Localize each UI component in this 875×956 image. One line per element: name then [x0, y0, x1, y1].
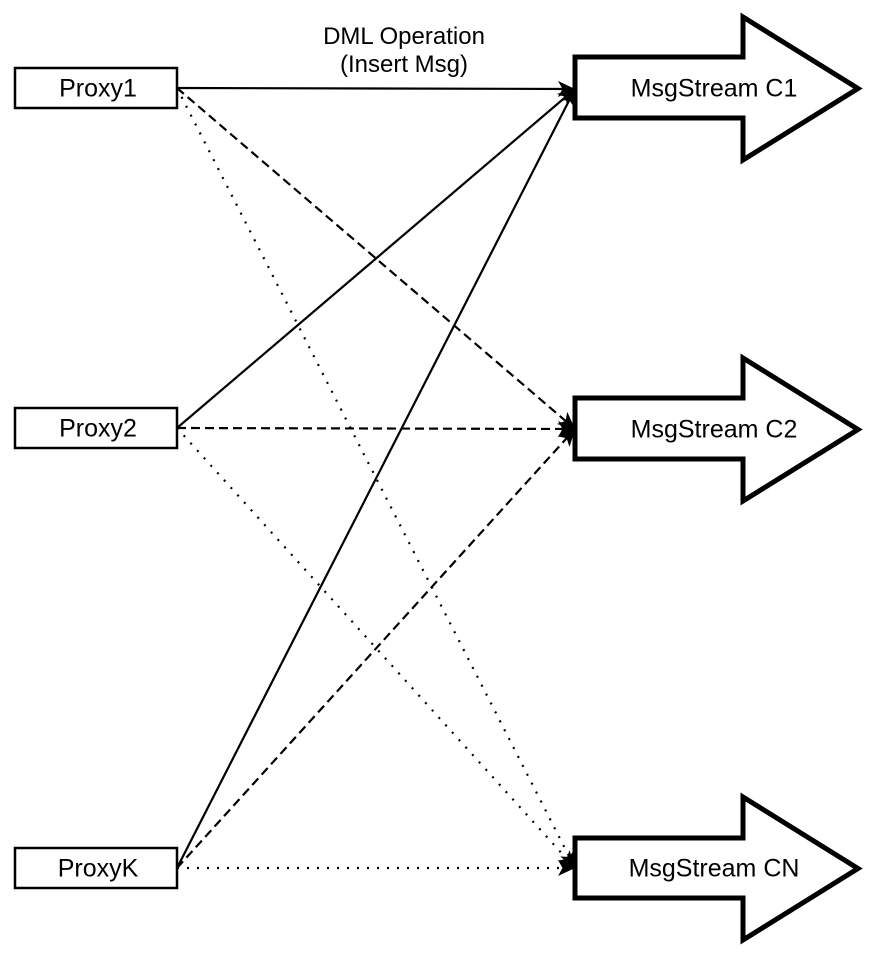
node-proxy1: Proxy1: [13, 66, 179, 110]
annotation-insert-msg: (Insert Msg): [340, 51, 468, 78]
edge-proxy1-c1: [176, 80, 576, 97]
msgstream-cn-arrow-shape: [572, 792, 863, 945]
node-msgstream-c2: MsgStream C2: [572, 353, 863, 506]
proxyk-box: [13, 846, 179, 890]
proxy2-box: [13, 406, 179, 450]
edge-proxyk-c1: [176, 88, 576, 869]
edge-proxy2-c1: [176, 88, 576, 429]
proxy1-box: [13, 66, 179, 110]
msgstream-c1-arrow-shape: [572, 12, 863, 165]
edge-proxyk-c2: [176, 428, 576, 869]
msgstream-cn-label: MsgStream CN: [629, 855, 800, 883]
msgstream-c2-arrow-shape: [572, 353, 863, 506]
node-msgstream-c1: MsgStream C1: [572, 12, 863, 165]
node-msgstream-cn: MsgStream CN: [572, 792, 863, 945]
msgstream-c2-label: MsgStream C2: [631, 416, 798, 444]
node-proxy2: Proxy2: [13, 406, 179, 450]
proxy1-label: Proxy1: [59, 75, 137, 103]
edge-lines: [176, 80, 576, 876]
node-proxyk: ProxyK: [13, 846, 179, 890]
edge-proxy1-c2: [176, 87, 576, 430]
proxyk-label: ProxyK: [58, 855, 139, 883]
edge-proxy2-c2: [176, 420, 576, 437]
annotation-dml-operation: DML Operation: [323, 23, 485, 50]
msgstream-c1-label: MsgStream C1: [631, 75, 798, 103]
proxy2-label: Proxy2: [59, 415, 137, 443]
